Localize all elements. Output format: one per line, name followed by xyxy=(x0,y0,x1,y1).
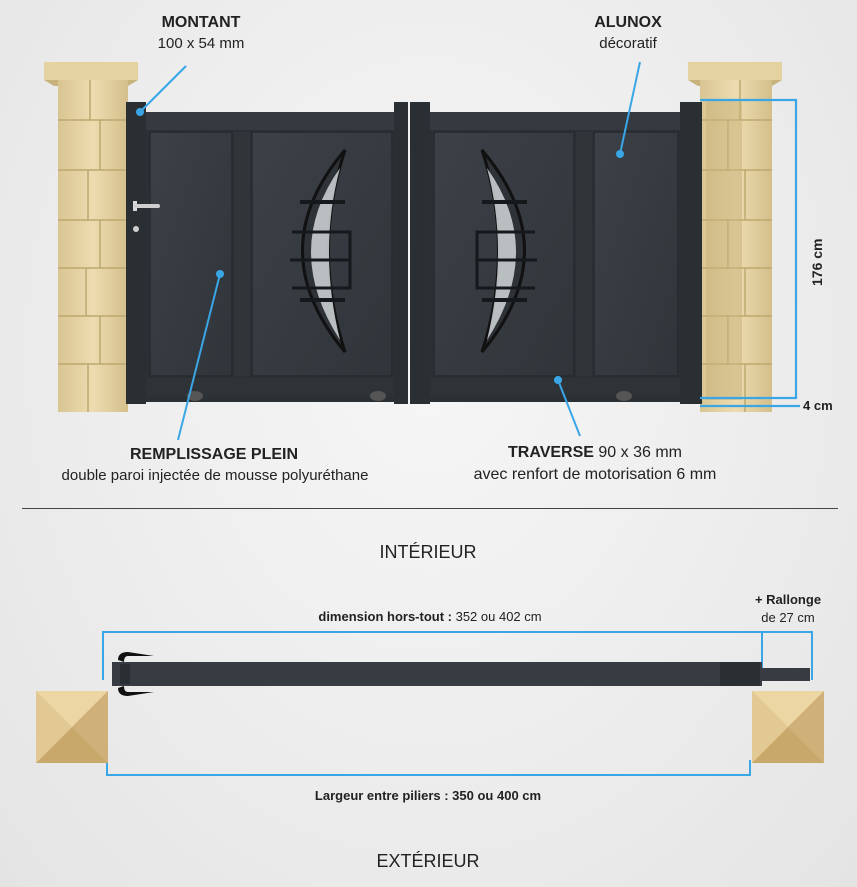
interieur-label: INTÉRIEUR xyxy=(379,542,477,562)
remplissage-title: REMPLISSAGE PLEIN xyxy=(129,446,299,463)
remplissage-subtitle: double paroi injectée de mousse polyurét… xyxy=(61,467,369,484)
plan-view xyxy=(36,631,824,776)
traverse-title-strong: TRAVERSE xyxy=(508,444,594,461)
montant-title: MONTANT xyxy=(161,14,241,31)
rallonge-value: de 27 cm xyxy=(761,610,815,625)
exterieur-label: EXTÉRIEUR xyxy=(376,851,480,871)
traverse-subtitle: avec renfort de motorisation 6 mm xyxy=(473,466,717,483)
plan-right-pillar xyxy=(752,691,824,763)
plan-left-pillar xyxy=(36,691,108,763)
left-decor-moon xyxy=(290,149,352,353)
hors-tout-label: dimension hors-tout : 352 ou 402 cm xyxy=(318,609,541,624)
traverse-title-dimensions: 90 x 36 mm xyxy=(593,444,682,461)
entre-piliers-label: Largeur entre piliers : 350 ou 400 cm xyxy=(314,788,542,803)
alunox-title: ALUNOX xyxy=(594,14,662,31)
height-bracket xyxy=(700,98,800,408)
left-pillar xyxy=(44,62,138,412)
right-decor-moon xyxy=(475,149,537,353)
callout-dots xyxy=(136,108,624,384)
traverse-title: TRAVERSE 90 x 36 mm xyxy=(508,444,682,462)
section-divider xyxy=(22,508,838,509)
alunox-subtitle: décoratif xyxy=(599,35,657,52)
height-dimension-label: 176 cm xyxy=(809,238,825,286)
hors-tout-prefix: dimension hors-tout : xyxy=(318,609,456,624)
montant-dimensions: 100 x 54 mm xyxy=(157,35,245,52)
rallonge-title: + Rallonge xyxy=(754,592,822,607)
hors-tout-value: 352 ou 402 cm xyxy=(455,609,542,624)
gate xyxy=(126,102,702,404)
callout-lines xyxy=(139,61,641,441)
post-gap-label: 4 cm xyxy=(803,398,833,413)
right-pillar xyxy=(688,62,782,412)
